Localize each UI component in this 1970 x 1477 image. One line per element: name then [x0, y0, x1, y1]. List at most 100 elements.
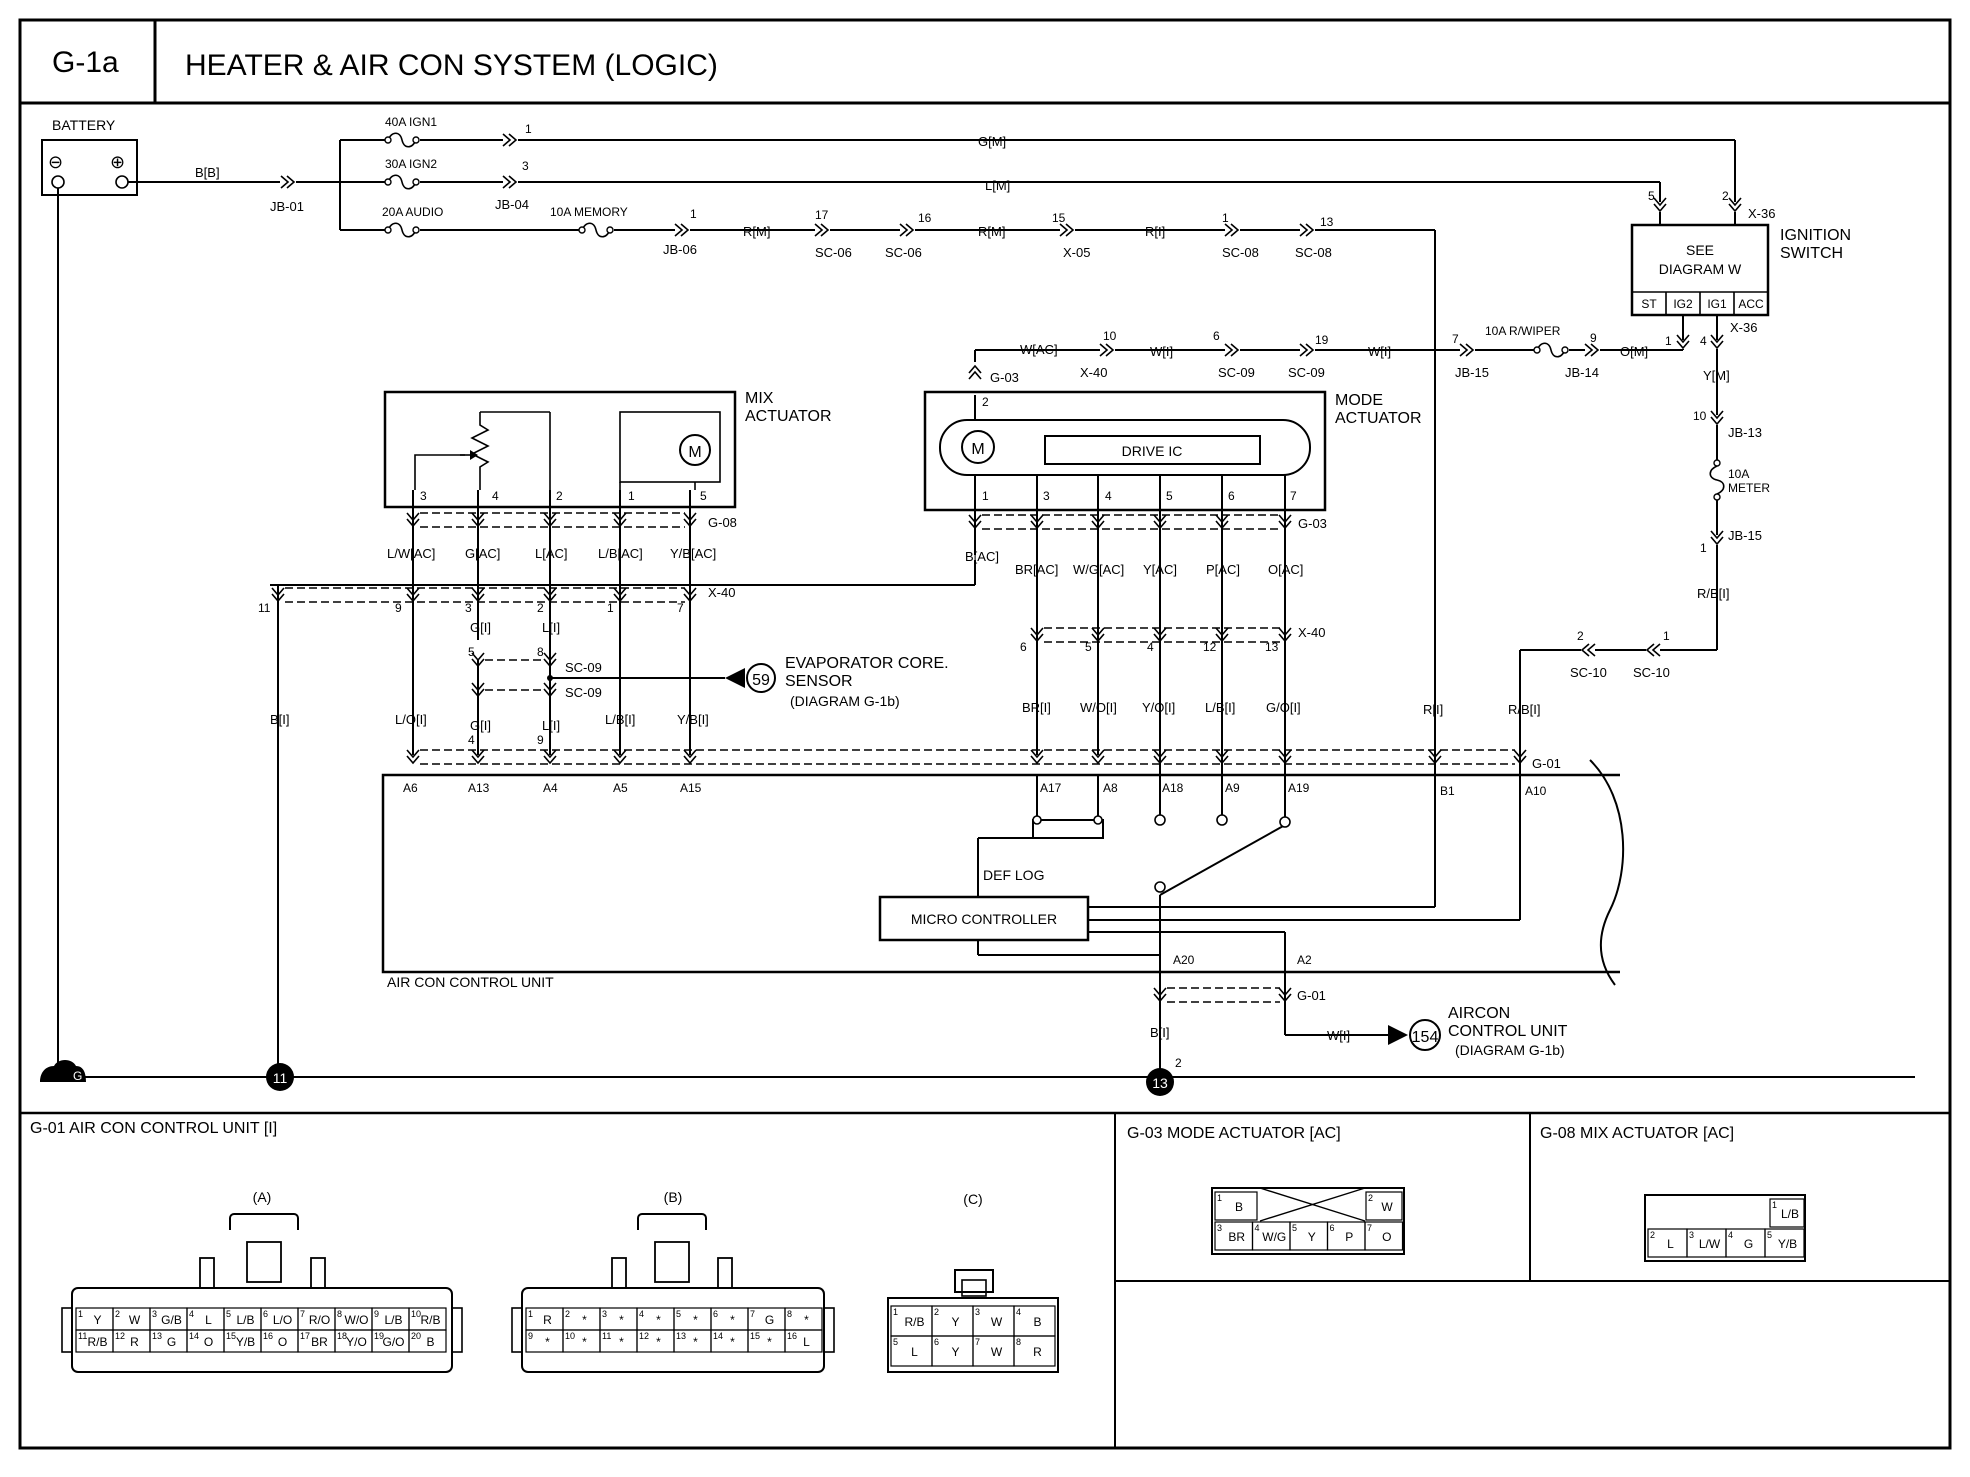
conn-b-row1-pin-number: 8	[787, 1309, 792, 1319]
g03-row2-wire-color: W/G	[1262, 1230, 1286, 1244]
ground-point-13	[1146, 1068, 1174, 1096]
sc09-pin: 4	[468, 733, 475, 747]
conn-b-row1-wire-color: *	[582, 1313, 587, 1327]
pin-g13-2: 2	[1175, 1056, 1182, 1070]
conn-a-row2-pin-number: 13	[152, 1331, 162, 1341]
aircon-control-ref: (DIAGRAM G-1b)	[1455, 1042, 1565, 1058]
conn-a-row2-wire-color: G	[167, 1335, 176, 1349]
evap-sensor-ref: (DIAGRAM G-1b)	[790, 693, 900, 709]
mode-pin: 4	[1105, 489, 1112, 503]
wire-bi2: B[I]	[1150, 1025, 1170, 1040]
conn-b-row2-pin-number: 15	[750, 1331, 760, 1341]
conn-b-row1-wire-color: G	[765, 1313, 774, 1327]
mix-actuator: MIX ACTUATOR M	[383, 390, 832, 509]
mix-wire: L/B[AC]	[598, 546, 643, 561]
conn-a-row1-pin-number: 6	[263, 1309, 268, 1319]
sheet-frame	[18, 18, 1952, 1450]
conn-b-row1-wire-color: *	[693, 1313, 698, 1327]
legend-g08-title: G-08 MIX ACTUATOR [AC]	[1540, 1125, 1734, 1142]
g03-row1-cell	[1365, 1191, 1403, 1221]
pin-sc06-16: 16	[918, 211, 932, 225]
x40-mode-pin: 5	[1085, 640, 1092, 654]
wire-rbi1: R/B[I]	[1697, 586, 1730, 601]
x40-mode-pin: 4	[1147, 640, 1154, 654]
conn-a-row1-pin-number: 5	[226, 1309, 231, 1319]
ecu-pin: A13	[468, 781, 490, 795]
sc09-pin: 5	[468, 645, 475, 659]
x40-pin: 11	[258, 601, 271, 615]
evap-sensor-label-2: SENSOR	[785, 673, 853, 690]
conn-c-row1-pin-number: 1	[893, 1307, 898, 1317]
conn-a-row1-pin-number: 10	[411, 1309, 421, 1319]
conn-b-row2-pin-number: 16	[787, 1331, 797, 1341]
connector-x40c: X-40	[1298, 625, 1325, 640]
conn-a-row2-wire-color: R/B	[87, 1335, 107, 1349]
wire-ri2: R[I]	[1423, 702, 1443, 717]
conn-b-row2-wire-color: L	[803, 1335, 810, 1349]
conn-a-row2-pin-number: 18	[337, 1331, 347, 1341]
conn-a-row1-pin-number: 7	[300, 1309, 305, 1319]
g03-row2-pin-number: 7	[1367, 1223, 1372, 1233]
g03-row1-pin-number: 2	[1368, 1193, 1373, 1203]
lower-mix-wire: Y/B[I]	[677, 712, 709, 727]
pin-sc08-13: 13	[1320, 215, 1334, 229]
conn-b-row2-wire-color: *	[730, 1335, 735, 1349]
lower-mode-wire: G/O[I]	[1266, 700, 1301, 715]
sc09-pin: 9	[537, 733, 544, 747]
mode-actuator: MODE ACTUATOR M DRIVE IC	[923, 390, 1422, 512]
conn-b-row2-wire-color: *	[619, 1335, 624, 1349]
terminal-ig1: IG1	[1707, 297, 1727, 311]
ignition-switch-label-2: SWITCH	[1780, 245, 1843, 262]
pin-a20: A20	[1173, 953, 1195, 967]
conn-a-row2-pin-number: 12	[115, 1331, 125, 1341]
g03-row2-pin-number: 5	[1292, 1223, 1297, 1233]
battery: BATTERY ⊖ ⊕	[41, 117, 138, 196]
evap-sensor-label: EVAPORATOR CORE.	[785, 655, 949, 672]
connector-g03a: G-03	[990, 370, 1019, 385]
connector-g01b: G-01	[1297, 988, 1326, 1003]
legend-g01-title: G-01 AIR CON CONTROL UNIT [I]	[30, 1120, 277, 1137]
terminal-acc: ACC	[1738, 297, 1764, 311]
air-con-control-unit-label: AIR CON CONTROL UNIT	[387, 974, 554, 990]
conn-c-row2-pin-number: 8	[1016, 1337, 1021, 1347]
wire-om: O[M]	[1620, 344, 1648, 359]
x40-pin: 1	[607, 601, 614, 615]
connector-jb01: JB-01	[270, 199, 304, 214]
conn-b-row1-pin-number: 6	[713, 1309, 718, 1319]
ecu-pin: A9	[1225, 781, 1240, 795]
g01-lower-row: G-01	[1153, 987, 1326, 1003]
diagram-title: HEATER & AIR CON SYSTEM (LOGIC)	[185, 49, 718, 82]
conn-c-row2-pin-number: 5	[893, 1337, 898, 1347]
g08-row1-cell	[1769, 1198, 1805, 1228]
g08-row2-pin-number: 4	[1728, 1230, 1733, 1240]
pin-x05-15: 15	[1052, 211, 1066, 225]
conn-a-row1-wire-color: G/B	[161, 1313, 182, 1327]
ecu-pin-labels: A6 A13 A4 A5 A15 A17 A8 A18 A9 A19 B1 A1…	[403, 781, 1547, 798]
conn-a-row1-pin-number: 8	[337, 1309, 342, 1319]
g08-row2-pin-number: 2	[1650, 1230, 1655, 1240]
air-con-control-unit: AIR CON CONTROL UNIT	[381, 759, 1625, 990]
def-log-label: DEF LOG	[983, 867, 1044, 883]
g03-row2-wire-color: P	[1345, 1230, 1353, 1244]
conn-a-row2-pin-number: 11	[78, 1331, 87, 1341]
mix-pin-labels: 3 4 2 1 5	[420, 489, 707, 503]
fuse-ign1: 40A IGN1	[385, 115, 437, 129]
lower-mix-wire: L/B[I]	[605, 712, 635, 727]
conn-b-row1-pin-number: 3	[602, 1309, 607, 1319]
fuse-meter: 10A	[1728, 467, 1749, 481]
g03-row2-wire-color: O	[1382, 1230, 1391, 1244]
wire-ri1: R[I]	[1145, 224, 1165, 239]
mix-pin: 3	[420, 489, 427, 503]
connector-jb06: JB-06	[663, 242, 697, 257]
connector-g03b: G-03	[1298, 516, 1327, 531]
conn-c-row1-wire-color: R/B	[904, 1315, 924, 1329]
wire-gi2: G[I]	[470, 718, 491, 733]
pin-jb15-1: 1	[1700, 541, 1707, 555]
wire-wac: W[AC]	[1020, 342, 1058, 357]
fuse-ign2: 30A IGN2	[385, 157, 437, 171]
mix-pin: 2	[556, 489, 563, 503]
mode-wire: BR[AC]	[1015, 562, 1058, 577]
